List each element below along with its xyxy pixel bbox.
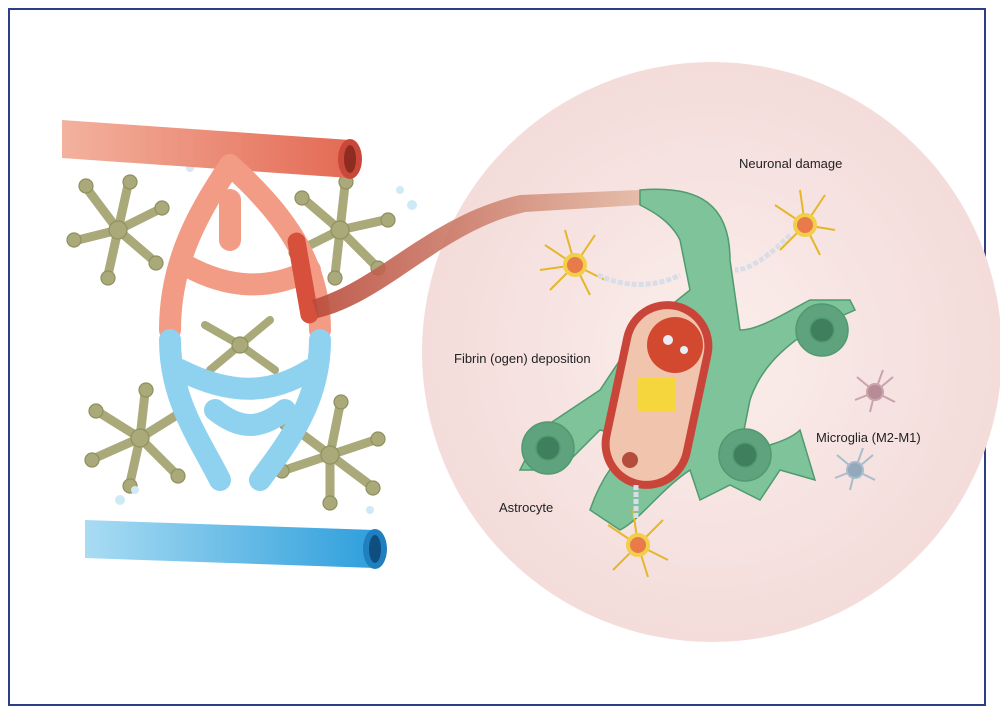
clot	[287, 232, 319, 324]
capillary-venous	[159, 329, 331, 491]
label-microglia: Microglia (M2-M1)	[816, 430, 921, 445]
label-fibrin: Fibrin (ogen) deposition	[454, 351, 591, 366]
label-neuronal-damage: Neuronal damage	[739, 156, 843, 171]
vein-tube	[85, 520, 375, 568]
zoom-link	[312, 190, 640, 318]
vessel-cross-section	[601, 301, 713, 489]
artery-tube	[62, 120, 350, 178]
neurons	[539, 189, 836, 578]
microglia	[834, 369, 896, 491]
label-astrocyte: Astrocyte	[499, 500, 554, 515]
